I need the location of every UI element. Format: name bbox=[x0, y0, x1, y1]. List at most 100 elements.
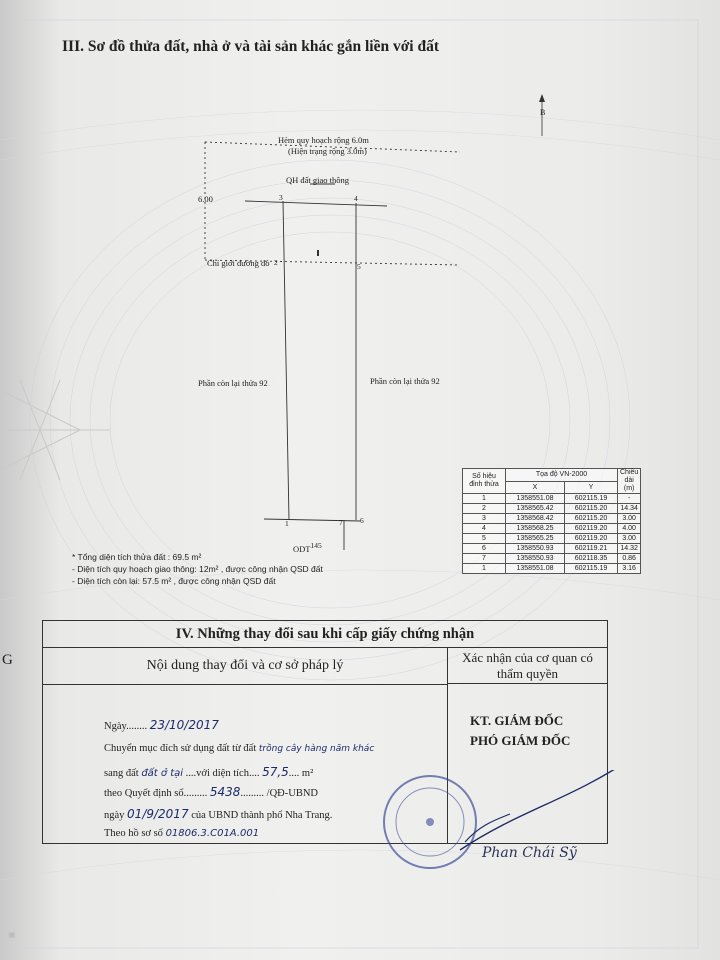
road-line bbox=[244, 200, 388, 207]
col-y: Y bbox=[564, 480, 618, 494]
decision-value: 5438 bbox=[209, 785, 241, 799]
point-label: 6 bbox=[360, 516, 364, 525]
coordinate-cell-len: 4.00 bbox=[616, 523, 642, 534]
col-coord: Tọa độ VN-2000 bbox=[505, 468, 618, 482]
point-label: 7 bbox=[339, 518, 343, 527]
boundary-label: Chỉ giới đường đỏ bbox=[207, 258, 270, 268]
plot-diagram bbox=[204, 141, 461, 550]
col-point-no: Số hiệu đỉnh thửa bbox=[462, 468, 506, 494]
north-label: B bbox=[540, 108, 546, 117]
area-unit: m² bbox=[301, 768, 314, 779]
coordinate-cell-x: 1358565.42 bbox=[505, 503, 565, 514]
point-label: 1 bbox=[285, 519, 289, 528]
day-value: 01/9/2017 bbox=[127, 807, 189, 821]
coordinate-cell-x: 1358551.08 bbox=[505, 493, 565, 504]
coordinate-cell-y: 602119.21 bbox=[564, 543, 618, 554]
coordinate-cell-no: 6 bbox=[462, 543, 506, 554]
section-4-title: IV. Những thay đổi sau khi cấp giấy chứn… bbox=[43, 621, 607, 648]
issuer-text: của UBND thành phố Nha Trang. bbox=[191, 810, 333, 821]
coordinate-cell-y: 602115.19 bbox=[564, 493, 618, 504]
note-total: * Tổng diện tích thửa đất : 69.5 m² bbox=[72, 552, 202, 562]
coordinate-cell-len: - bbox=[616, 493, 642, 504]
purpose-line: Chuyển mục đích sử dụng đất từ đất trồng… bbox=[104, 743, 374, 754]
coordinate-cell-no: 7 bbox=[462, 553, 506, 564]
watermark: ▣ bbox=[8, 930, 16, 939]
coordinate-table: Số hiệu đỉnh thửa Tọa độ VN-2000 Chiều d… bbox=[462, 468, 642, 574]
to-label: sang đất bbox=[104, 768, 139, 779]
alley-current-label: (Hiện trạng rộng 3.0m) bbox=[288, 146, 367, 156]
coordinate-cell-x: 1358568.25 bbox=[505, 523, 565, 534]
area-value: 57,5 bbox=[262, 765, 289, 779]
coordinate-cell-y: 602118.35 bbox=[564, 553, 618, 564]
date-label: Ngày bbox=[104, 721, 127, 732]
point-label: 2 bbox=[274, 258, 278, 267]
edge-letter: G bbox=[2, 652, 13, 668]
coordinate-cell-len: 14.34 bbox=[616, 503, 642, 514]
file-label: Theo hồ sơ số bbox=[104, 828, 163, 839]
signer-name: Phan Chái Sỹ bbox=[482, 845, 577, 861]
coordinate-cell-no: 1 bbox=[462, 493, 506, 504]
coordinate-cell-x: 1358568.42 bbox=[505, 513, 565, 524]
section-3-title: III. Sơ đồ thửa đất, nhà ở và tài sản kh… bbox=[62, 38, 440, 55]
coordinate-cell-y: 602115.19 bbox=[564, 563, 618, 574]
date-value: 23/10/2017 bbox=[149, 718, 219, 732]
signer-position: PHÓ GIÁM ĐỐC bbox=[470, 733, 571, 748]
starburst-pattern bbox=[0, 379, 110, 481]
land-code-sup: 145 bbox=[310, 541, 322, 550]
note-remaining: - Diện tích còn lại: 57.5 m² , được công… bbox=[72, 576, 276, 586]
purpose-value: trồng cây hàng năm khác bbox=[258, 744, 375, 754]
coordinate-cell-no: 4 bbox=[462, 523, 506, 534]
point-label: 3 bbox=[279, 193, 283, 202]
coordinate-cell-y: 602119.20 bbox=[564, 523, 618, 534]
coordinate-cell-y: 602119.20 bbox=[564, 533, 618, 544]
file-value: 01806.3.C01A.001 bbox=[165, 828, 260, 839]
decision-label: theo Quyết định số bbox=[104, 788, 184, 799]
col-length: Chiều dài (m) bbox=[616, 468, 642, 494]
north-arrow-icon bbox=[539, 94, 545, 136]
coordinate-cell-y: 602115.20 bbox=[564, 513, 618, 524]
signature-stroke bbox=[459, 770, 615, 851]
coordinate-cell-len: 3.16 bbox=[616, 563, 642, 574]
issue-date-line: ngày 01/9/2017 của UBND thành phố Nha Tr… bbox=[104, 807, 332, 821]
coordinate-cell-no: 2 bbox=[462, 503, 506, 514]
dimension-label: 6.00 bbox=[198, 194, 213, 204]
signer-rank: KT. GIÁM ĐỐC bbox=[470, 713, 564, 728]
remaining-right-label: Phần còn lại thửa 92 bbox=[370, 376, 440, 386]
road-plan-label: QH đất giao thông bbox=[286, 175, 350, 185]
coordinate-cell-x: 1358550.93 bbox=[505, 543, 565, 554]
purpose-label: Chuyển mục đích sử dụng đất từ đất bbox=[104, 743, 257, 754]
area-notes: * Tổng diện tích thửa đất : 69.5 m² - Di… bbox=[72, 551, 323, 587]
date-line: Ngày........ 23/10/2017 bbox=[104, 718, 219, 732]
coordinate-cell-x: 1358565.25 bbox=[505, 533, 565, 544]
coordinate-cell-x: 1358550.93 bbox=[505, 553, 565, 564]
note-road: - Diện tích quy hoạch giao thông: 12m² ,… bbox=[72, 564, 323, 574]
to-line: sang đất đất ở tại ....với diện tích....… bbox=[104, 765, 314, 779]
point-label: 5 bbox=[357, 262, 361, 271]
plot-left-edge bbox=[282, 200, 290, 521]
confirmation-column-header: Xác nhận của cơ quan có thẩm quyền bbox=[448, 648, 607, 684]
content-column bbox=[43, 685, 448, 843]
coordinate-cell-len: 3.00 bbox=[616, 533, 642, 544]
official-stamp-icon bbox=[383, 770, 615, 869]
coordinate-cell-x: 1358551.08 bbox=[505, 563, 565, 574]
area-label: với diện tích bbox=[196, 768, 249, 779]
coordinate-cell-no: 3 bbox=[462, 513, 506, 524]
coordinate-cell-len: 3.00 bbox=[616, 513, 642, 524]
coordinate-cell-len: 14.32 bbox=[616, 543, 642, 554]
coordinate-cell-no: 1 bbox=[462, 563, 506, 574]
day-label: ngày bbox=[104, 810, 125, 821]
decision-suffix: /QĐ-UBND bbox=[266, 788, 319, 799]
coordinate-cell-no: 5 bbox=[462, 533, 506, 544]
changes-table: IV. Những thay đổi sau khi cấp giấy chứn… bbox=[42, 620, 608, 844]
alley-label: Hẻm quy hoạch rộng 6.0m bbox=[278, 135, 369, 145]
plot-bottom-edge bbox=[263, 518, 361, 522]
